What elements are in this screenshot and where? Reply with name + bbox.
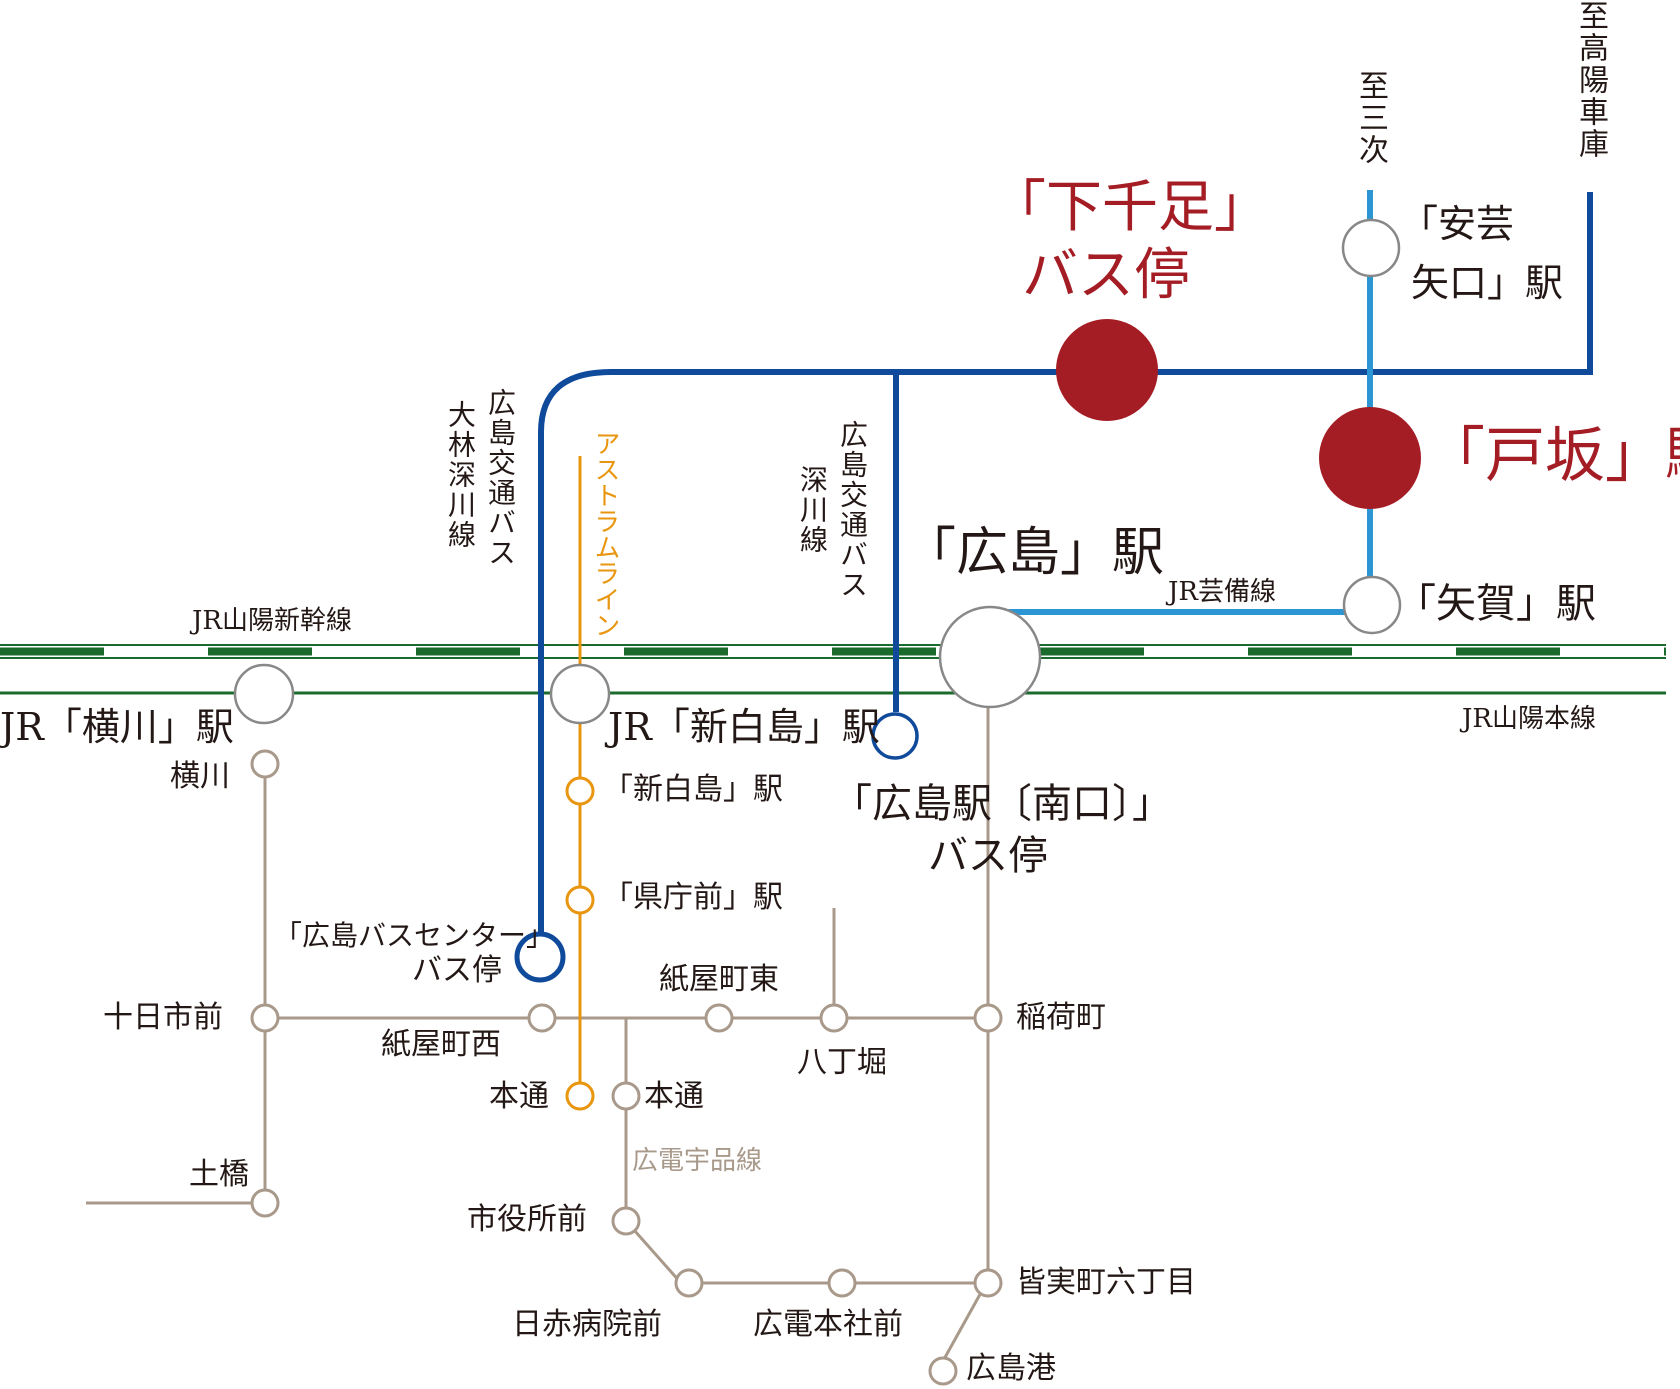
label-minami-guchi: 「広島駅〔南口〕」 <box>832 781 1172 827</box>
label-tokaichimachi: 十日市前 <box>103 1000 223 1035</box>
tram-shiyakusho <box>611 1206 641 1236</box>
label-jr-geibi: JR芸備線 <box>1168 577 1276 607</box>
label-to-miyoshi: 至三次 <box>1353 70 1388 166</box>
station-shin-hakushima-jr <box>549 663 611 725</box>
label-inarimachi: 稲荷町 <box>1016 1000 1106 1035</box>
label-shiyakusho: 市役所前 <box>467 1202 587 1237</box>
label-honsha: 広電本社前 <box>753 1307 903 1342</box>
label-kenchomae: 「県庁前」駅 <box>603 880 783 915</box>
station-aki-yaguchi <box>1341 218 1401 278</box>
tram-inarimachi <box>973 1003 1003 1033</box>
label-jr-sanyo: JR山陽本線 <box>1462 704 1596 734</box>
tram-nisseki <box>674 1268 704 1298</box>
label-shin-hakushima-jr: JR「新白島」駅 <box>608 705 880 749</box>
bus-lines <box>538 192 1593 944</box>
label-tosaka: 「戸坂」駅 <box>1425 421 1680 491</box>
tram-honsha <box>827 1268 857 1298</box>
label-hiroshimako: 広島港 <box>966 1351 1056 1386</box>
label-minami-guchi-2: バス停 <box>928 833 1048 879</box>
label-to-koyo: 至高陽車庫 <box>1573 0 1608 160</box>
label-yokogawa-jr: JR「横川」駅 <box>0 705 234 749</box>
tram-hondori <box>611 1081 641 1111</box>
label-shimosenzoku-2: バス停 <box>1022 243 1190 308</box>
label-shin-hakushima-astram: 「新白島」駅 <box>603 772 783 807</box>
label-bus-center-2: バス停 <box>412 953 502 988</box>
tram-minamimachi <box>973 1268 1003 1298</box>
label-kamiyacho-nishi: 紙屋町西 <box>381 1027 501 1062</box>
tram-kamiyacho-higashi <box>704 1003 734 1033</box>
label-hondori-tram: 本通 <box>644 1079 704 1114</box>
label-bus-ohayashi-2: 大林深川線 <box>444 400 477 550</box>
label-astram: アストラムライン <box>590 430 620 638</box>
astram-kenchomae <box>565 885 595 915</box>
label-hondori-astram: 本通 <box>489 1079 549 1114</box>
label-aki-yaguchi: 「安芸 <box>1400 202 1515 246</box>
label-bus-fukagawa-2: 深川線 <box>796 465 829 555</box>
label-nisseki: 日赤病院前 <box>512 1307 662 1342</box>
label-hiroshima: 「広島」駅 <box>904 523 1165 583</box>
tram-hiroshimako <box>928 1356 958 1386</box>
station-yokogawa-jr <box>233 663 295 725</box>
tram-hatchobori <box>819 1003 849 1033</box>
stop-bus-center <box>514 931 566 983</box>
label-dobashi: 土橋 <box>189 1157 249 1192</box>
astram-shin-hakushima <box>565 776 595 806</box>
tram-yokogawa <box>250 749 280 779</box>
astram-hondori <box>565 1081 595 1111</box>
label-bus-fukagawa: 広島交通バス <box>836 420 869 600</box>
tram-tokaichimachi <box>250 1003 280 1033</box>
label-yaga: 「矢賀」駅 <box>1396 581 1596 627</box>
stop-shimosenzoku <box>1056 319 1158 421</box>
label-hatchobori: 八丁堀 <box>797 1045 887 1080</box>
label-aki-yaguchi-2: 矢口」駅 <box>1411 261 1564 305</box>
label-bus-center: 「広島バスセンター」 <box>274 919 555 952</box>
tram-dobashi <box>250 1188 280 1218</box>
label-jr-shinkansen: JR山陽新幹線 <box>192 606 352 636</box>
station-yaga <box>1342 575 1402 635</box>
station-tosaka <box>1319 407 1421 509</box>
label-minamimachi: 皆実町六丁目 <box>1016 1265 1196 1300</box>
label-ujina-line: 広電宇品線 <box>632 1146 763 1176</box>
label-tram-yokogawa: 横川 <box>170 759 230 794</box>
label-shimosenzoku: 「下千足」 <box>990 175 1270 240</box>
label-bus-ohayashi: 広島交通バス <box>484 388 517 568</box>
hiroden-lines <box>86 700 990 1371</box>
station-hiroshima <box>938 605 1042 709</box>
label-kamiyacho-higashi: 紙屋町東 <box>659 962 779 997</box>
tram-kamiyacho-nishi <box>527 1003 557 1033</box>
stop-minami-guchi <box>871 712 919 760</box>
jr-shinkansen-line <box>0 644 1666 659</box>
